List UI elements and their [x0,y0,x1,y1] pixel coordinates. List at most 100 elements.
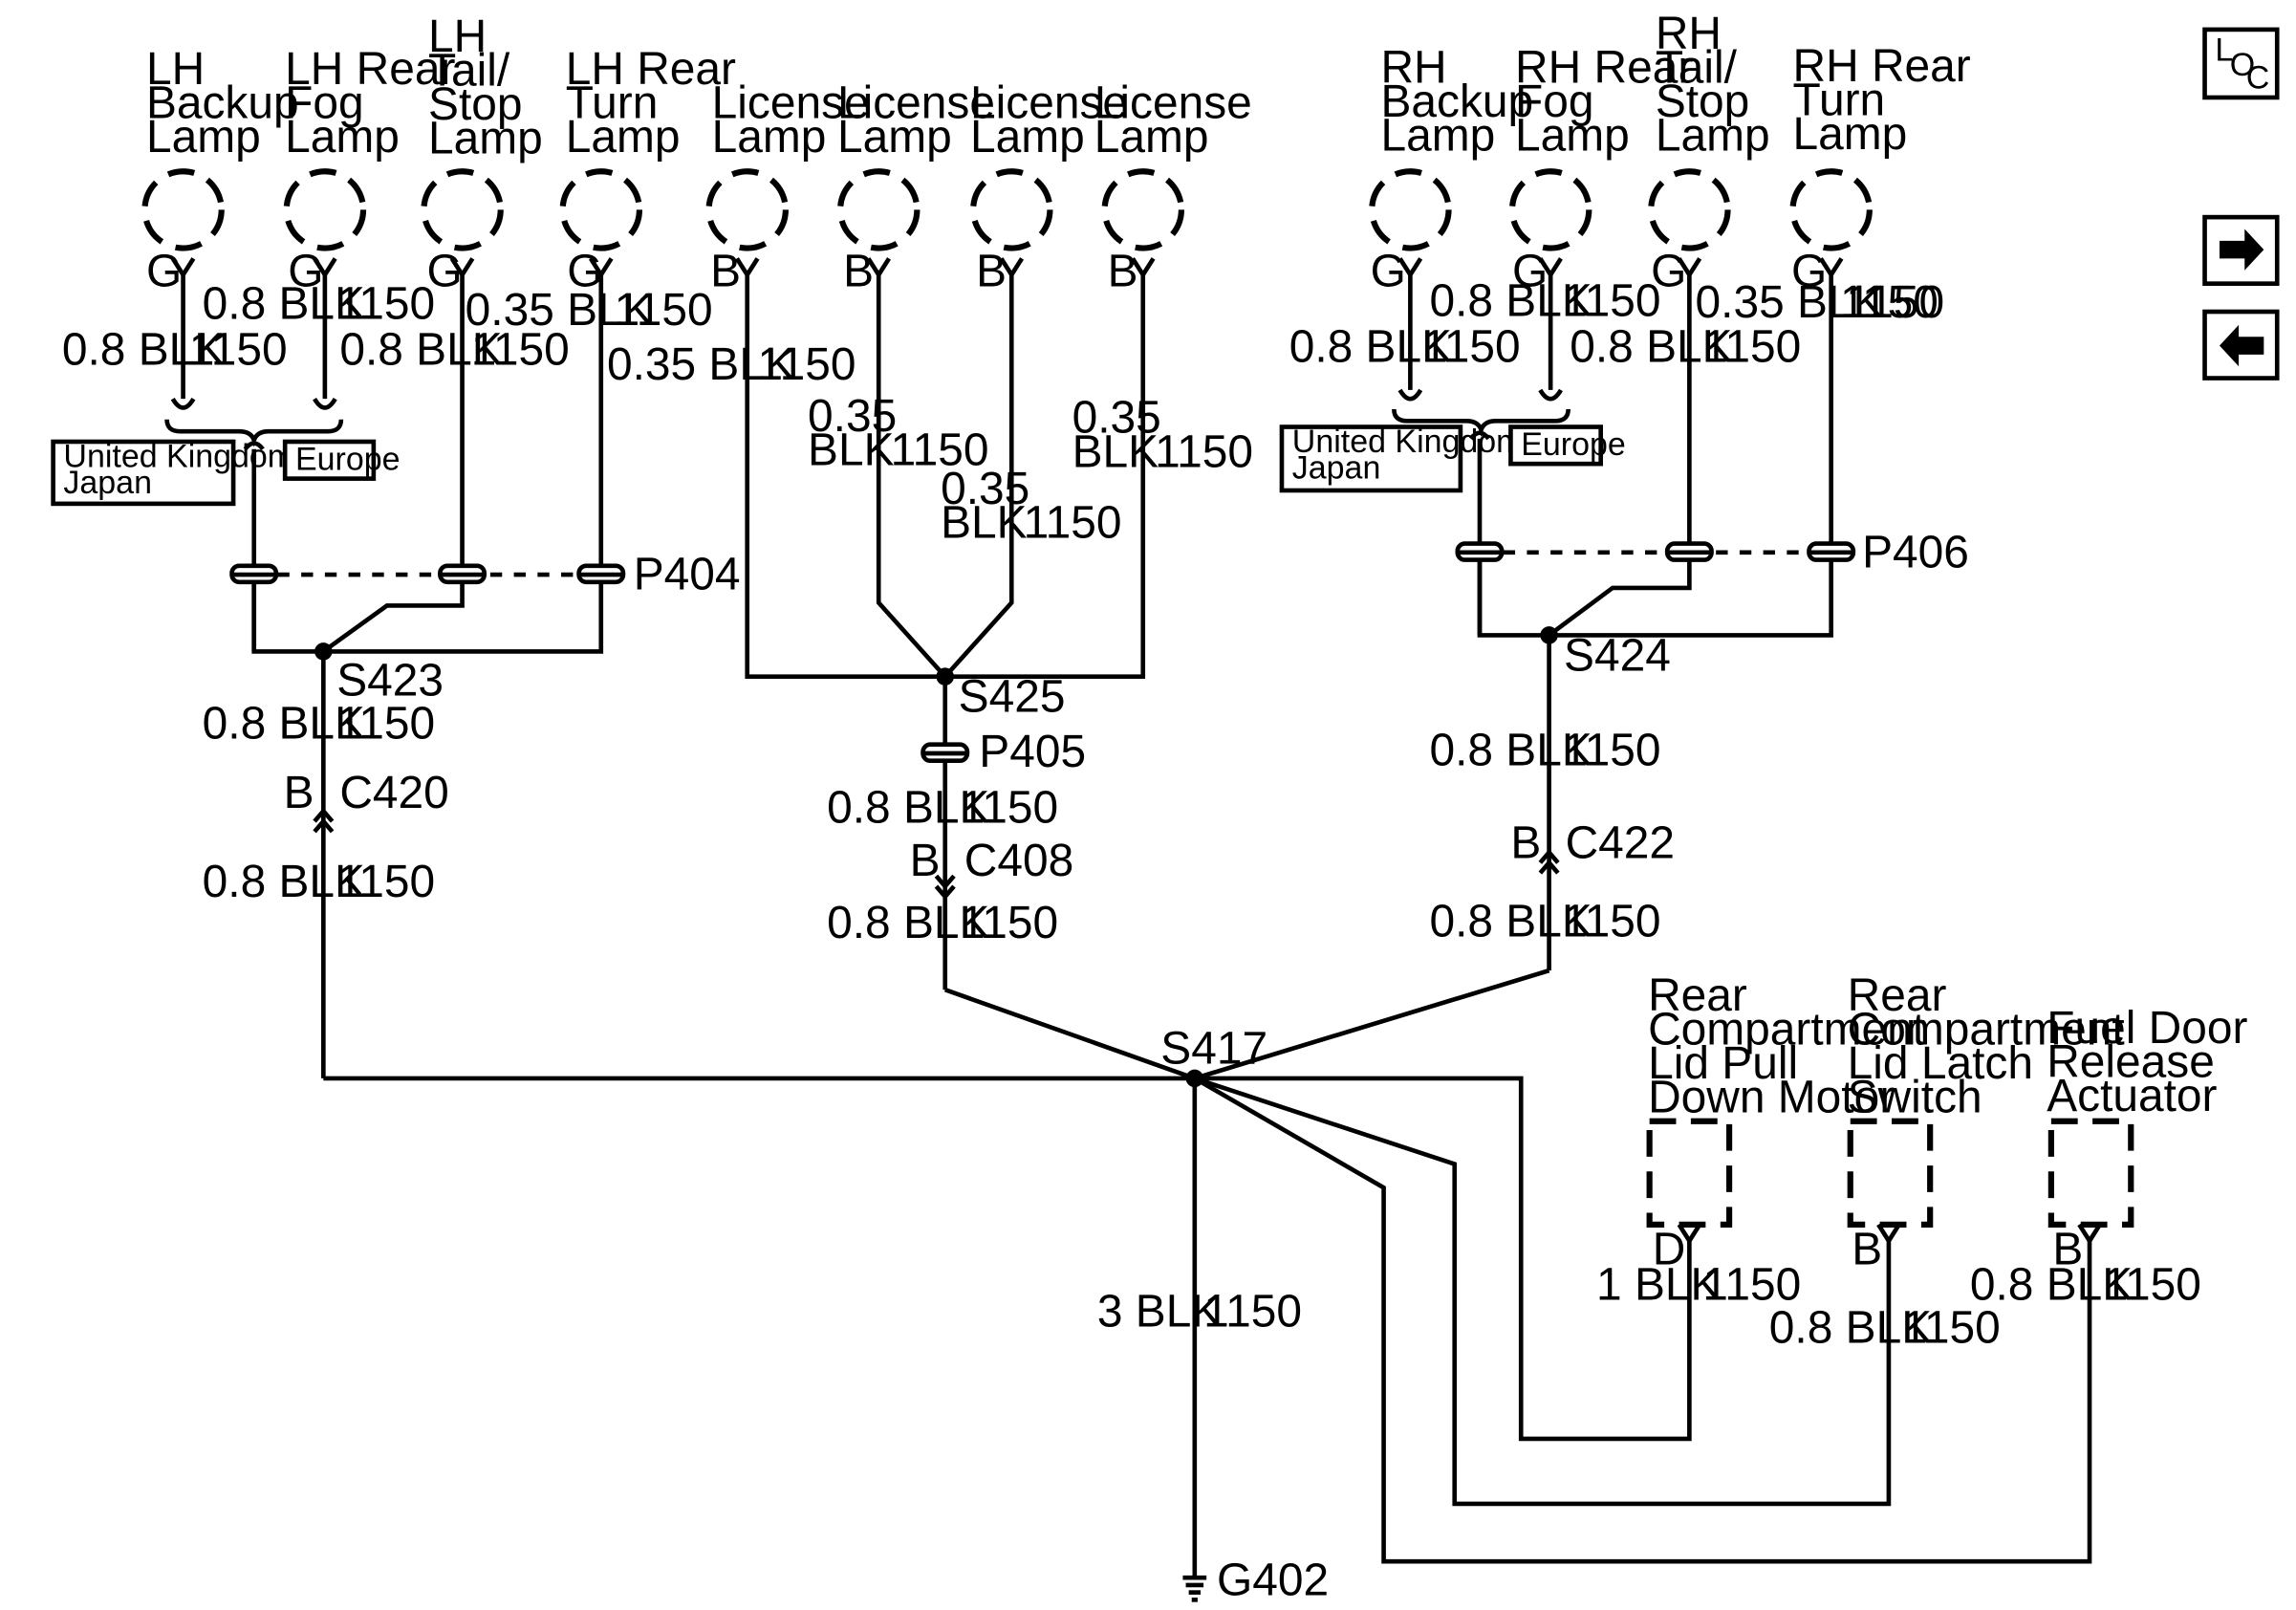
c408-label: C408 [964,836,1073,886]
rh-tail-stop-lamp [1648,168,1731,251]
rh-tail-wire-label-b: 0.8 BLK1150 [1570,322,1801,373]
c408-pin: B [910,836,941,886]
lid-switch-wire-label: 0.8 BLK1150 [1769,1302,2001,1353]
license-lamp-2-pin: B [843,247,874,297]
p406-label: P406 [1862,527,1969,577]
prev-page-button[interactable] [2202,309,2280,381]
arrow-right-icon [2219,228,2264,271]
uk-japan-option-label-rh: United Kingdom/Japan [1292,424,1533,487]
p406-connector-pin [1455,541,1856,562]
license-lamp-4 [1101,168,1185,251]
lh-turn-wire-label: 0.35 BLK1150 [607,339,856,390]
rh-turn-pin: G [1791,247,1827,297]
p404-label: P404 [634,549,741,599]
lid-motor-wire-label: 1 BLK1150 [1596,1260,1801,1311]
license-lamp-2 [836,168,921,251]
license-lamp-3-pin: B [976,247,1007,297]
fuel-door-pin: B [2052,1225,2083,1275]
rh-backup-wire-label: 0.8 BLK1150 [1289,322,1521,373]
rh-rear-fog-lamp [1508,168,1592,251]
s425-label: S425 [959,672,1066,723]
rh-turn-wire-label: 1150 [1846,277,1944,328]
s417-label: S417 [1160,1023,1267,1074]
rh-fog-wire-label: 0.8 BLK1150 [1429,276,1660,327]
c422-pin: B [1510,818,1541,869]
fuel-door-actuator [2047,1118,2134,1228]
rh-fog-pin: G [1512,247,1548,297]
s417-splice [1185,1069,1204,1088]
lid-pull-down-motor [1646,1118,1733,1228]
lh-turn-pin: G [567,247,602,297]
g402-label: G402 [1217,1556,1329,1606]
uk-japan-option-label: United Kingdom/Japan [63,438,304,501]
license-lamp-4-pin: B [1108,247,1138,297]
next-page-button[interactable] [2202,214,2280,286]
lh-rear-fog-lamp [283,168,367,251]
lh-backup-wire-label: 0.8 BLK1150 [62,325,288,376]
europe-option-box [282,439,377,481]
s423-splice [314,642,333,661]
uk-japan-option-box-rh [1279,424,1463,493]
license-lamp-1 [705,168,789,251]
lid-motor-pin: D [1653,1225,1686,1275]
fuel-door-wire-label: 0.8 BLK1150 [1970,1260,2201,1311]
europe-option-label: Europe [295,441,401,477]
s424-label: S424 [1564,630,1671,681]
rh-rear-turn-lamp [1789,168,1873,251]
c422-wire-label: 0.8 BLK1150 [1429,897,1660,947]
s424-wire-label: 0.8 BLK1150 [1429,725,1660,775]
uk-japan-option-box [51,439,236,507]
p405-label: P405 [979,727,1086,777]
rh-tail-pin: G [1651,247,1686,297]
lh-rear-turn-lamp [559,168,643,251]
ground-icon [1182,1575,1207,1602]
lh-tail-wire-label-b: 0.8 BLK1150 [339,325,569,376]
rh-backup-lamp [1369,168,1452,251]
c422-label: C422 [1566,818,1675,869]
lh-tail-stop-lamp [421,168,504,251]
loc-o: O [2230,47,2255,83]
arrow-left-icon [2219,324,2264,367]
p405-wire-label: 0.8 BLK1150 [827,783,1058,834]
c420-label: C420 [339,768,448,818]
lh-fog-wire-label: 0.8 BLK1150 [203,279,436,330]
lid-switch-pin: B [1852,1225,1882,1275]
loc-button[interactable]: L O C [2202,27,2280,100]
c408-wire-label: 0.8 BLK1150 [827,898,1058,948]
ground-wire-label: 3 BLK1150 [1097,1286,1302,1337]
lh-tail-pin: G [426,247,462,297]
license-lamp-3 [969,168,1053,251]
lh-tail-wire-label-a: 0.35 BLK1150 [466,285,713,336]
loc-c: C [2246,60,2270,97]
c420-pin: B [284,768,314,818]
lh-backup-lamp [141,168,225,251]
s424-splice [1540,626,1558,644]
europe-option-label-rh: Europe [1521,426,1626,463]
c420-wire-label: 0.8 BLK1150 [203,857,436,907]
loc-l: L [2215,32,2233,68]
europe-option-box-rh [1508,424,1603,467]
rh-backup-pin: G [1371,247,1406,297]
lid-latch-switch [1847,1118,1934,1228]
lh-backup-pin: G [146,247,182,297]
